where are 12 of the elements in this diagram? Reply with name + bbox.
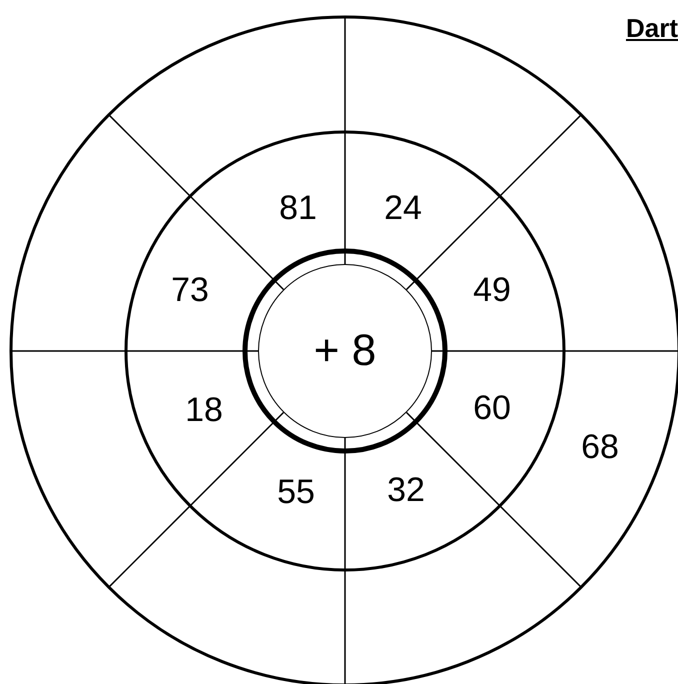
center-circle	[258, 264, 432, 438]
ring-number: 18	[185, 393, 223, 427]
ring-number: 32	[387, 473, 425, 507]
center-number: + 8	[314, 329, 376, 373]
ring-number: 55	[277, 475, 315, 509]
ring-number: 81	[279, 191, 317, 225]
ring-number: 24	[384, 191, 422, 225]
ring-number: 73	[171, 273, 209, 307]
ring-number: 49	[473, 273, 511, 307]
ring-number: 68	[581, 430, 619, 464]
ring-number: 60	[473, 391, 511, 425]
title: Dart	[626, 14, 678, 43]
